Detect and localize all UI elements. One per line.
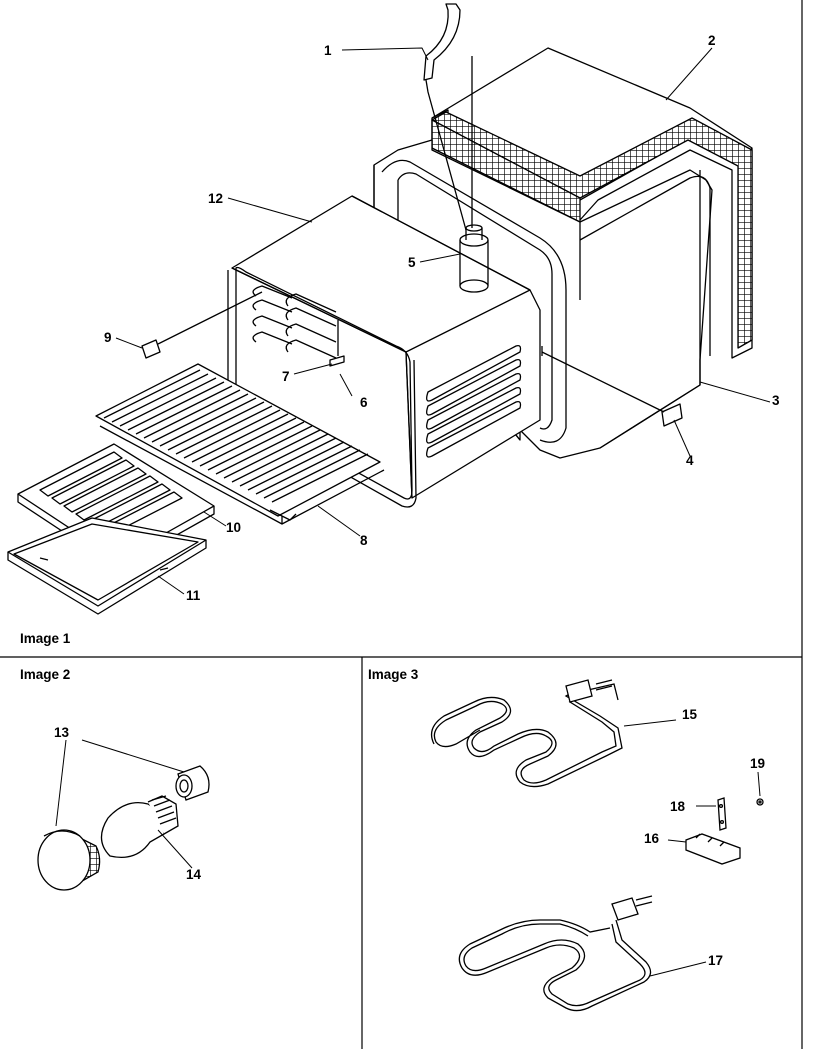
broiler-pan xyxy=(7,517,207,615)
callout-12: 12 xyxy=(208,191,224,206)
callout-8: 8 xyxy=(360,533,368,548)
callout-2: 2 xyxy=(708,33,716,48)
oven-cavity-liner xyxy=(227,195,541,508)
heating-elements xyxy=(430,679,764,1012)
leader-lines-image2 xyxy=(55,739,193,869)
leader-lines xyxy=(115,47,771,595)
light-assembly xyxy=(37,739,210,891)
leader-lines-image3 xyxy=(623,719,761,977)
element-bracket xyxy=(717,797,727,831)
door-bracket-right xyxy=(541,346,683,427)
callout-9: 9 xyxy=(104,330,112,345)
oven-vent-tube xyxy=(459,224,489,293)
terminal-block xyxy=(685,833,741,865)
panel-title-image-2: Image 2 xyxy=(20,667,71,682)
callout-16: 16 xyxy=(644,831,660,846)
bake-element xyxy=(430,679,623,788)
callout-7: 7 xyxy=(282,369,290,384)
callout-11: 11 xyxy=(186,588,201,603)
callout-18: 18 xyxy=(670,799,686,814)
light-bulb xyxy=(100,795,179,859)
callout-19: 19 xyxy=(750,756,766,771)
oven-assembly xyxy=(7,3,771,615)
panel-borders xyxy=(0,0,803,1049)
panel-title-image-1: Image 1 xyxy=(20,631,71,646)
callout-17: 17 xyxy=(708,953,724,968)
callout-6: 6 xyxy=(360,395,368,410)
callout-13: 13 xyxy=(54,725,70,740)
light-lens-cover xyxy=(37,829,101,891)
callout-10: 10 xyxy=(226,520,242,535)
insulation-blanket xyxy=(431,47,753,359)
light-socket-sleeve xyxy=(175,765,210,801)
callout-3: 3 xyxy=(772,393,780,408)
callout-14: 14 xyxy=(186,867,202,882)
broiler-pan-insert xyxy=(17,443,215,569)
callout-5: 5 xyxy=(408,255,416,270)
panel-title-image-3: Image 3 xyxy=(368,667,419,682)
oven-rack xyxy=(95,363,385,525)
screw xyxy=(756,798,764,806)
broil-element xyxy=(458,895,653,1012)
callout-15: 15 xyxy=(682,707,698,722)
callout-1: 1 xyxy=(324,43,332,58)
door-bracket-left xyxy=(141,291,263,359)
callout-4: 4 xyxy=(686,453,694,468)
probe-tube xyxy=(423,3,473,231)
